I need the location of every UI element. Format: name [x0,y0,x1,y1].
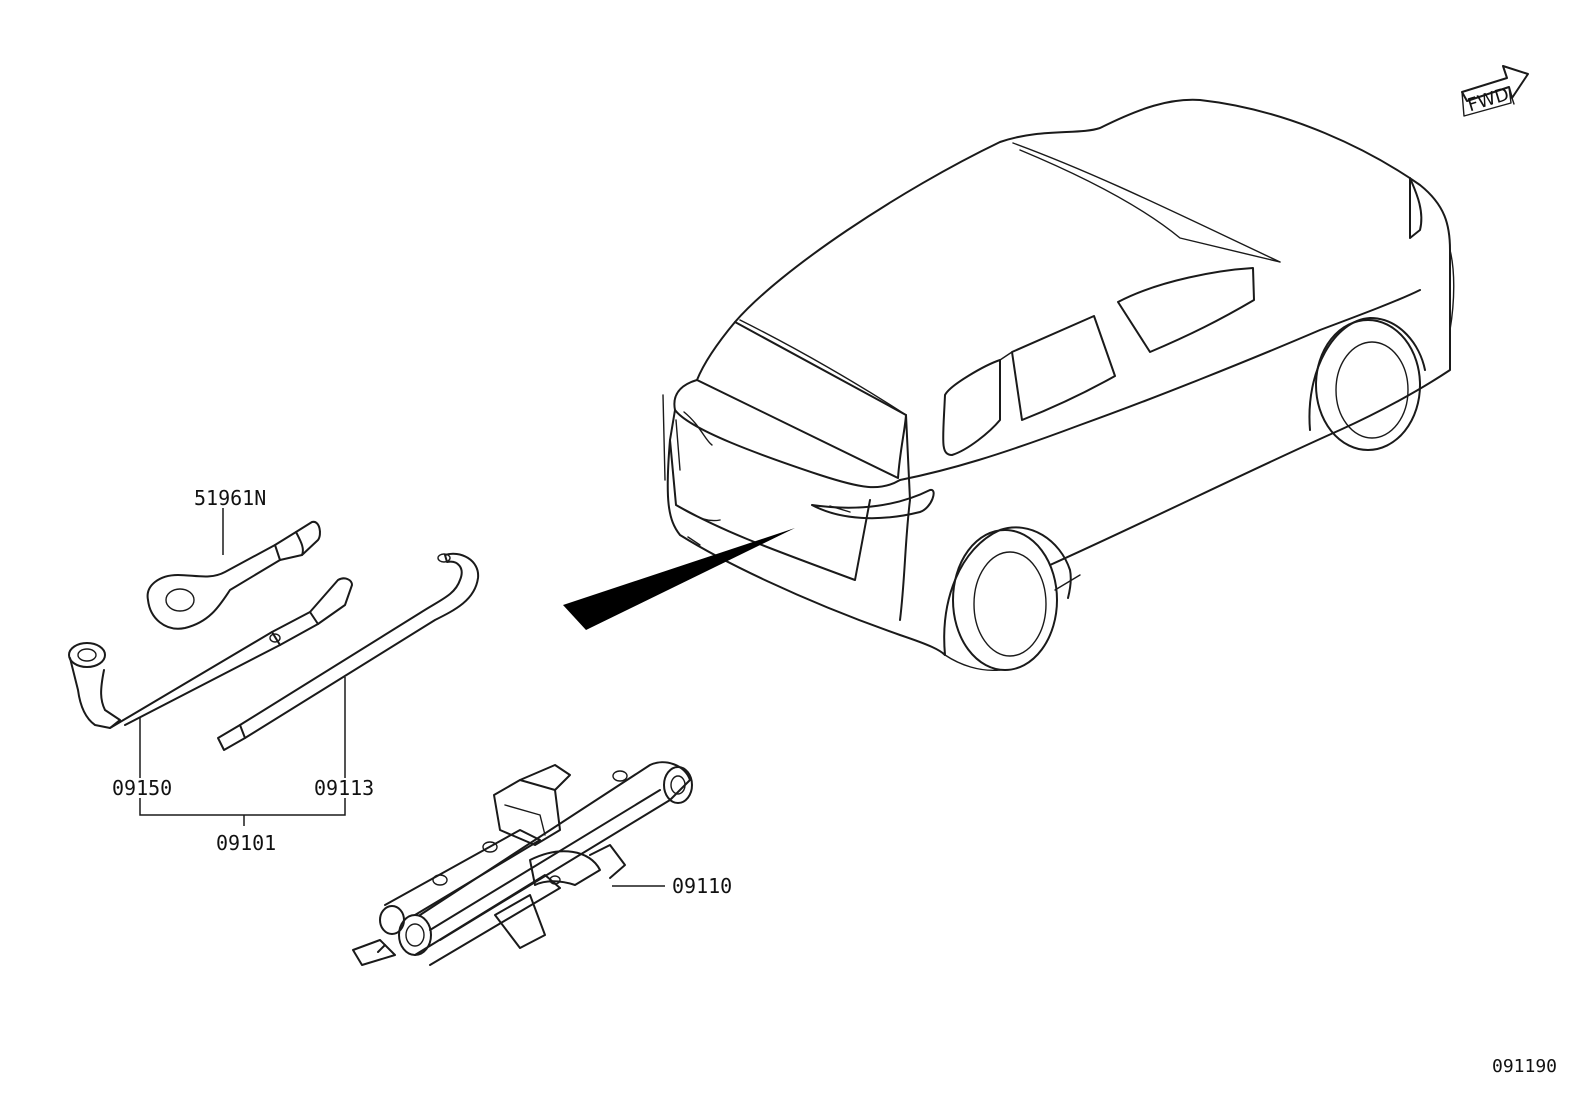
callout-51961n: 51961N [194,486,266,510]
wrench-handle-part [146,520,321,630]
callout-09101: 09101 [216,831,276,855]
jack-handle-part [217,552,480,751]
lug-wrench-part [68,577,353,729]
scissor-jack-part [352,761,693,966]
figure-number: 091190 [1492,1056,1557,1077]
callout-09110: 09110 [672,874,732,898]
location-pointer [563,528,795,630]
callout-09150: 09150 [112,776,172,800]
fwd-arrow-icon: FWD [1461,65,1529,117]
vehicle-illustration [662,98,1455,672]
leader-lines [139,508,665,887]
callout-09113: 09113 [314,776,374,800]
